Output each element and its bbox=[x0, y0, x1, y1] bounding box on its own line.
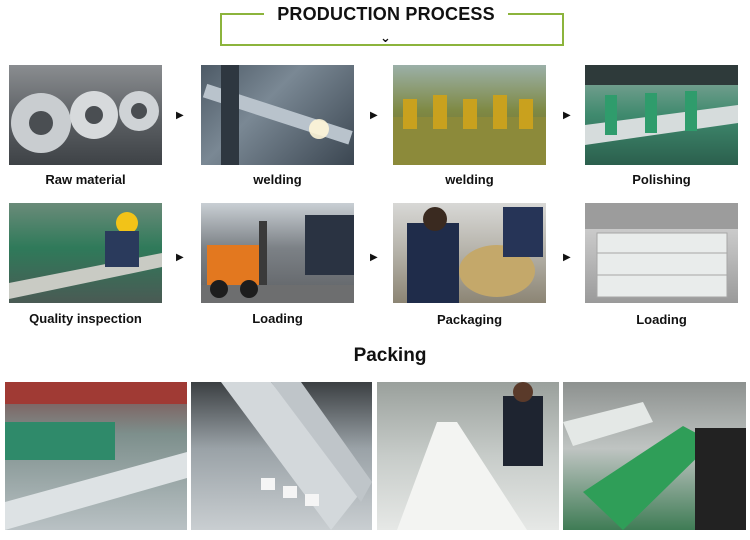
arrow-right-icon: ▶ bbox=[563, 252, 571, 263]
photo-packing-3 bbox=[377, 382, 559, 530]
inspection-worker-illustration bbox=[9, 212, 162, 299]
tube-ends-illustration bbox=[221, 382, 372, 530]
step-caption: welding bbox=[445, 172, 494, 187]
photo-packing-2 bbox=[191, 382, 372, 530]
step-caption: Packaging bbox=[436, 312, 503, 327]
arrow-right-icon: ▶ bbox=[370, 252, 378, 263]
step-caption: Polishing bbox=[632, 172, 691, 187]
tube-mill-illustration bbox=[393, 95, 546, 165]
step-caption: Raw material bbox=[45, 172, 126, 187]
photo-packing-4 bbox=[563, 382, 746, 530]
photo-quality-inspection bbox=[9, 203, 162, 303]
container-bundles-illustration bbox=[585, 203, 738, 298]
photo-raw-material bbox=[9, 65, 162, 165]
photo-loading-2 bbox=[585, 203, 738, 303]
photo-loading-1 bbox=[201, 203, 354, 303]
steel-coils-illustration bbox=[11, 91, 159, 153]
arrow-right-icon: ▶ bbox=[176, 110, 184, 121]
arrow-right-icon: ▶ bbox=[370, 110, 378, 121]
photo-packing-1 bbox=[5, 382, 187, 530]
welding-machine-illustration bbox=[202, 65, 353, 165]
photo-packaging bbox=[393, 203, 546, 303]
factory-floor-illustration bbox=[5, 382, 187, 530]
polishing-line-illustration bbox=[585, 65, 738, 145]
section-title-packing: Packing bbox=[353, 345, 427, 366]
arrow-right-icon: ▶ bbox=[563, 110, 571, 121]
arrow-right-icon: ▶ bbox=[176, 252, 184, 263]
step-caption: welding bbox=[253, 172, 302, 187]
step-caption: Loading bbox=[636, 312, 687, 327]
step-caption: Quality inspection bbox=[29, 311, 142, 326]
film-wrapping-illustration bbox=[397, 382, 543, 530]
page-title: PRODUCTION PROCESS bbox=[277, 4, 495, 24]
packaging-worker-illustration bbox=[407, 207, 543, 303]
photo-welding-1 bbox=[201, 65, 354, 165]
photo-polishing bbox=[585, 65, 738, 165]
green-wrap-bundle-illustration bbox=[563, 402, 746, 530]
photo-welding-2 bbox=[393, 65, 546, 165]
title-frame bbox=[220, 13, 564, 46]
forklift-illustration bbox=[201, 215, 354, 303]
step-caption: Loading bbox=[252, 311, 303, 326]
chevron-down-icon: ⌄ bbox=[380, 30, 391, 45]
